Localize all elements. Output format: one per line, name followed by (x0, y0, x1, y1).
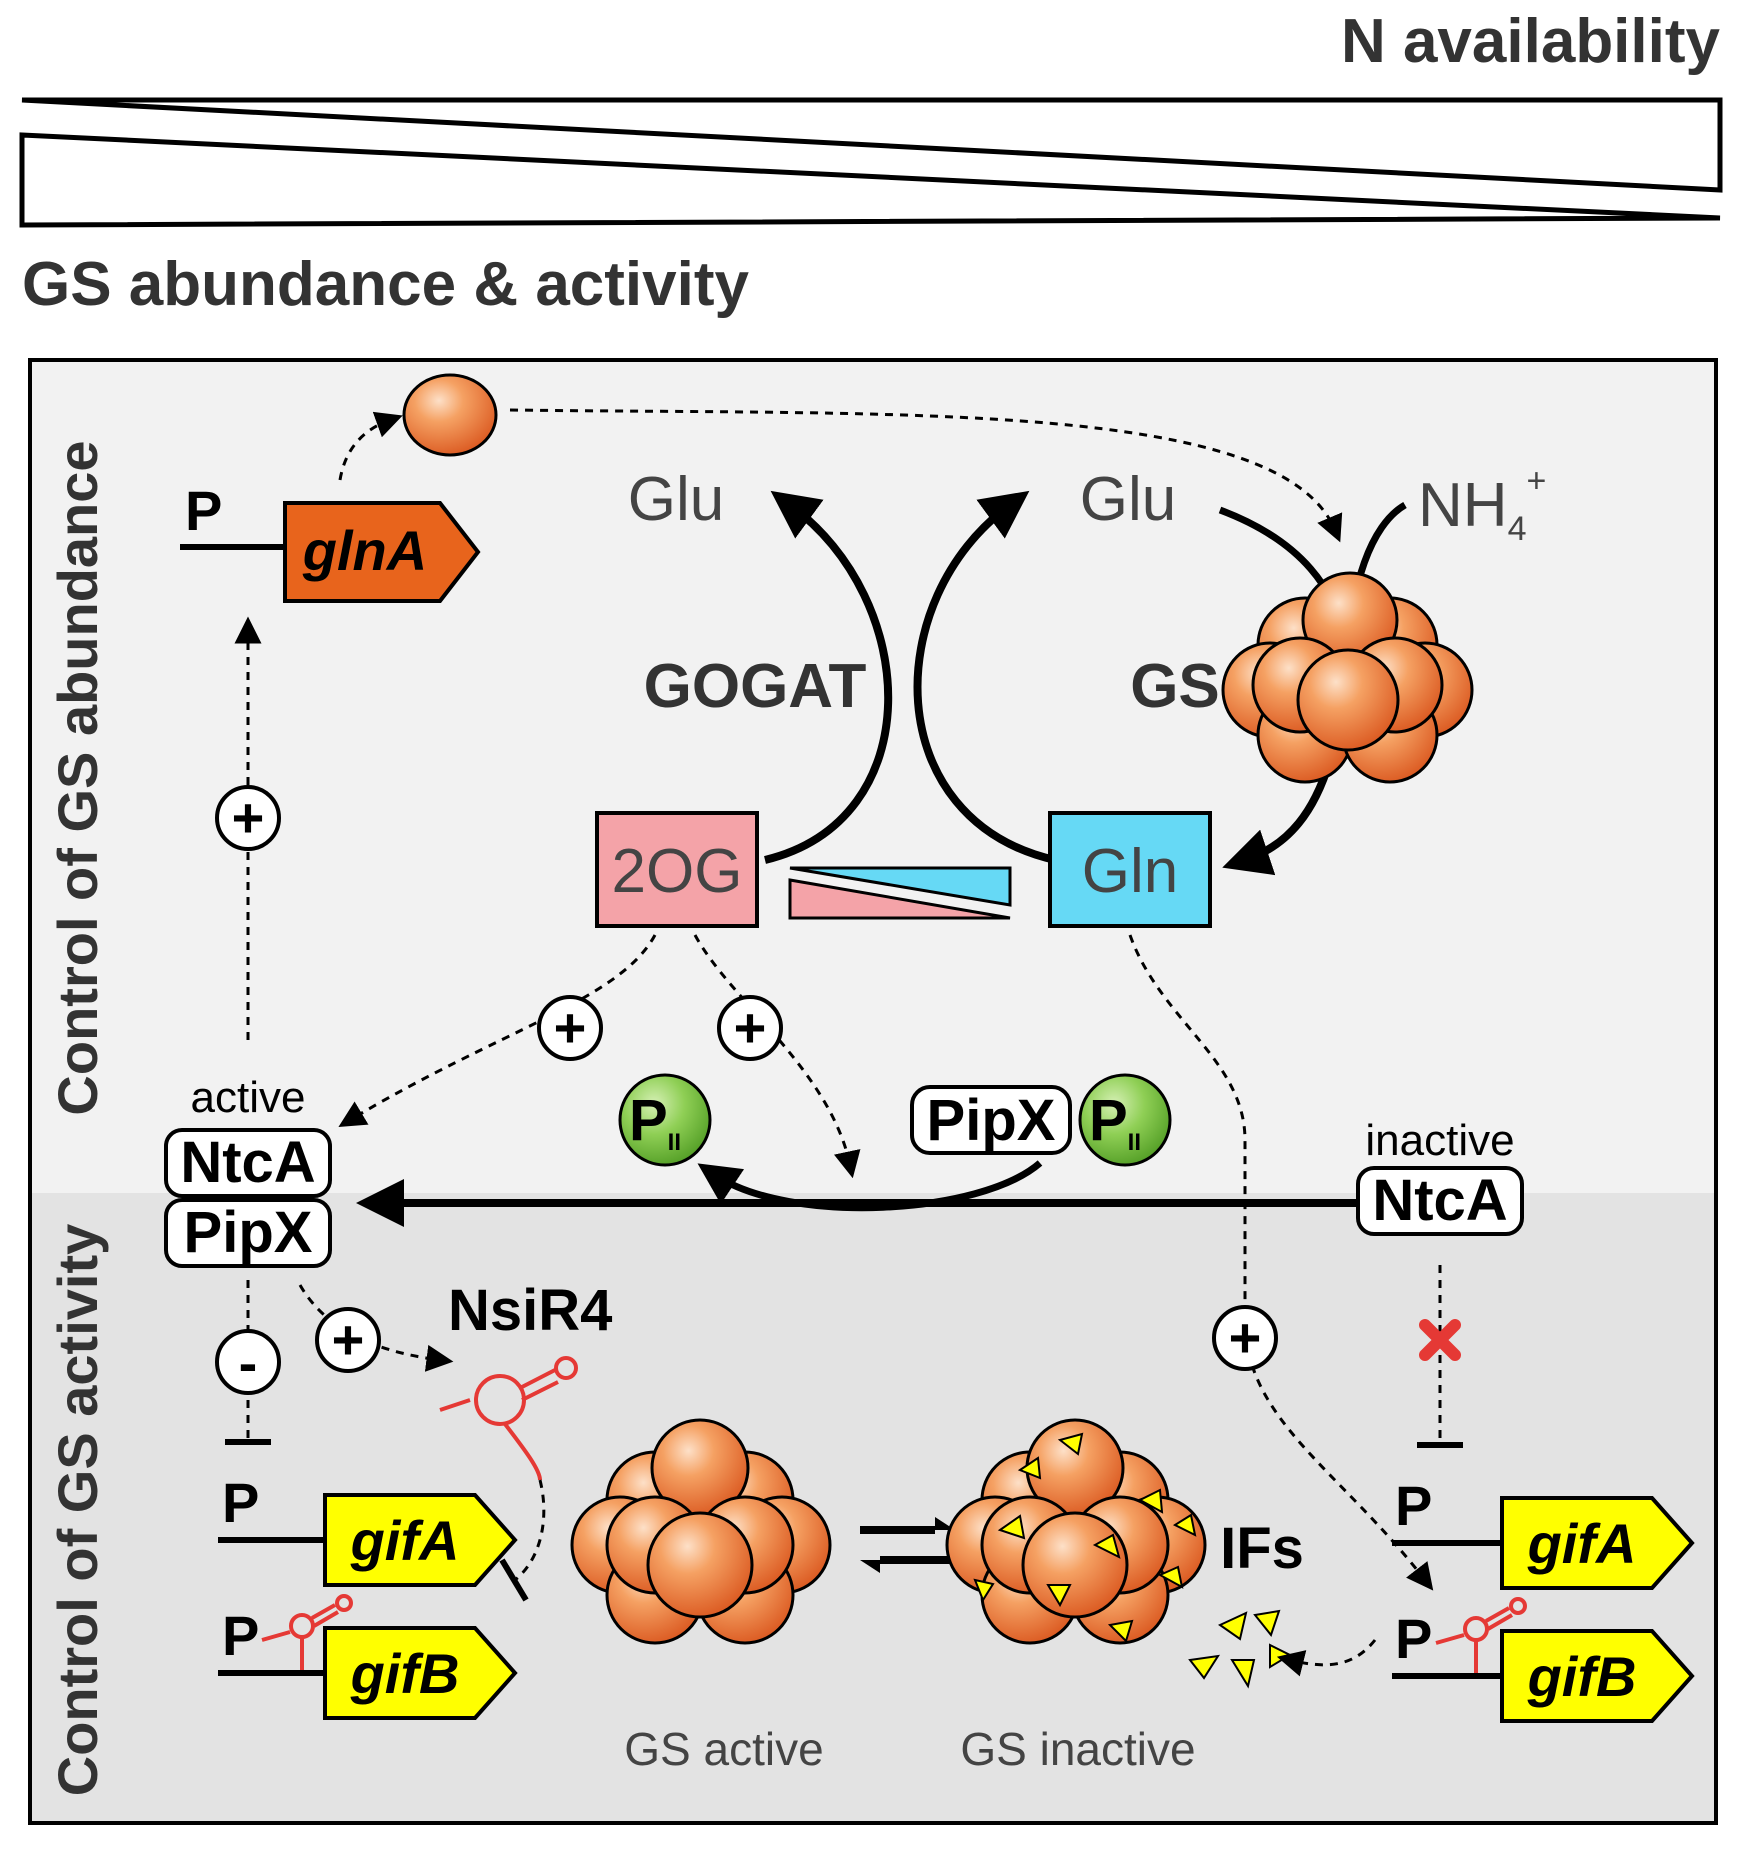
svg-text:PII: PII (629, 1088, 681, 1156)
gifB-left-gene-label: gifB (350, 1642, 460, 1705)
gifB-right-gene-label: gifB (1527, 1645, 1637, 1708)
ntca-active-label: NtcA (180, 1130, 315, 1195)
two-og-box (595, 811, 759, 928)
gifB-right-riboswitch-icon (1435, 1597, 1527, 1673)
svg-text:+: + (734, 996, 767, 1059)
gifB-left-gene-box (323, 1626, 518, 1720)
nh4-label: NH4+ (1418, 462, 1546, 548)
ifs-label: IFs (1220, 1516, 1304, 1581)
gifA-right-gene-box (1500, 1496, 1695, 1590)
gs-abundance-wedge (19, 132, 1721, 228)
gln-box (1048, 811, 1212, 928)
pipx-pii-complex-pii: PII (1078, 1073, 1172, 1167)
bound-ifs-icon (973, 1432, 1197, 1643)
ntca-active-box (164, 1128, 332, 1198)
abundance-section-label: Control of GS abundance (46, 440, 109, 1115)
gifB-right-promoter-label: P (1395, 1607, 1432, 1670)
glu-right-label: Glu (1080, 465, 1176, 534)
svg-text:+: + (332, 1308, 365, 1371)
plus-sign-gln-gifB: + (1212, 1305, 1278, 1371)
gs-enzyme-label: GS (1130, 652, 1220, 721)
plus-sign-glnA: + (215, 785, 281, 851)
gs-monomer (402, 373, 498, 457)
gifB-to-ifs-arrow (1276, 1639, 1377, 1677)
plus-sign-nsir4: + (315, 1307, 381, 1373)
svg-text:PII: PII (1089, 1088, 1141, 1156)
active-label: active (191, 1073, 306, 1122)
gifA-left-promoter-label: P (222, 1471, 259, 1534)
gs-inactive-dodecamer (945, 1418, 1207, 1645)
pipx-active-box (164, 1198, 332, 1268)
glnA-gene-box (283, 501, 481, 603)
gogat-arrow-to-glu-right (913, 490, 1056, 864)
activity-panel (30, 1193, 1716, 1823)
ntca-inactive-label: NtcA (1372, 1168, 1507, 1233)
gogat-label: GOGAT (644, 652, 867, 721)
monomer-to-gs-arrow (509, 408, 1343, 543)
n-availability-label: N availability (1341, 7, 1721, 76)
gogat-arrow-to-glu-left (764, 490, 893, 864)
plus-sign-og-ntca: + (537, 995, 603, 1061)
pipx-pii-complex-pipx-label: PipX (927, 1088, 1056, 1153)
gifA-right-promoter-label: P (1395, 1474, 1432, 1537)
svg-text:+: + (1229, 1306, 1262, 1369)
nsir4-label: NsiR4 (448, 1278, 612, 1343)
glu-left-label: Glu (628, 465, 724, 534)
no-repression-x-icon (1419, 1319, 1461, 1361)
ratio-wedge (788, 866, 1012, 920)
gifA-right-gene-label: gifA (1527, 1512, 1637, 1575)
two-og-label: 2OG (612, 837, 743, 906)
pipx-pii-complex-pipx (910, 1085, 1072, 1155)
gs-inactive-label: GS inactive (960, 1723, 1195, 1775)
gifA-left-gene-box (323, 1493, 518, 1587)
glnA-promoter-label: P (185, 479, 222, 542)
n-availability-wedge (21, 97, 1723, 193)
gs-active-dodecamer (570, 1418, 832, 1645)
gs-abundance-activity-label: GS abundance & activity (22, 250, 750, 319)
free-ifs-icon (1188, 1609, 1293, 1689)
minus-sign-gifA: - (215, 1329, 281, 1395)
gifB-left-riboswitch-icon (261, 1594, 353, 1670)
og-to-pii-arrow (693, 934, 861, 1179)
gifB-left-promoter-label: P (222, 1604, 259, 1667)
nsir4-repression-bar (499, 1558, 529, 1602)
equilibrium-arrows (860, 1517, 955, 1573)
pii-protein: PII (618, 1073, 712, 1167)
plus-sign-og-pii: + (717, 995, 783, 1061)
nsir4-rna-icon (439, 1356, 578, 1481)
gs-dodecamer-top (1221, 571, 1474, 784)
pipx-active-label: PipX (184, 1200, 313, 1265)
panel-frame (28, 358, 1718, 1825)
activity-section-label: Control of GS activity (46, 1224, 109, 1797)
inactive-label: inactive (1365, 1116, 1514, 1165)
pipx-release-arrow (697, 1160, 1043, 1212)
gs-active-label: GS active (624, 1723, 823, 1775)
svg-text:-: - (239, 1331, 258, 1394)
gifA-left-gene-label: gifA (350, 1509, 460, 1572)
gifB-right-gene-box (1500, 1629, 1695, 1723)
svg-text:+: + (232, 786, 265, 849)
glnA-gene-label: glnA (302, 519, 427, 582)
svg-text:+: + (554, 996, 587, 1059)
gln-label: Gln (1082, 837, 1178, 906)
